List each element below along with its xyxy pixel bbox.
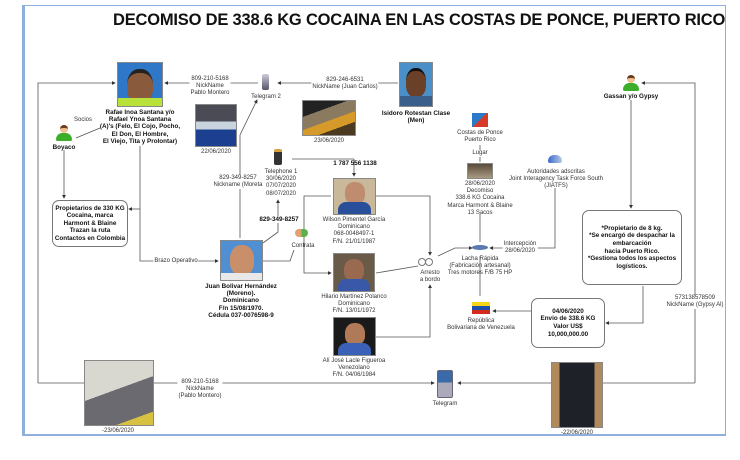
speedboat-icon bbox=[472, 245, 488, 250]
ali-photo[interactable] bbox=[333, 317, 376, 356]
link-hilario-arresto bbox=[375, 265, 419, 274]
telephone-icon bbox=[274, 149, 282, 165]
gypsy-role-box: *Propietario de 8 kg.*Se encargó de desp… bbox=[582, 210, 682, 285]
juan-phone-label: 829-349-8257 bbox=[258, 216, 300, 224]
boyaco-label: Boyaco bbox=[52, 144, 76, 151]
telegram2-label: Telegram 2 bbox=[251, 94, 281, 100]
link-right bbox=[641, 81, 696, 383]
evidence-photo-bottom-right[interactable] bbox=[551, 362, 603, 428]
gassan-label: Gassan y/o Gypsy bbox=[603, 93, 659, 100]
hilario-photo[interactable] bbox=[333, 253, 375, 292]
brazo-operativo-label: Brazo Operativo bbox=[153, 258, 199, 266]
link-juan-contrata bbox=[263, 249, 295, 262]
venezuela-flag-icon bbox=[472, 302, 490, 314]
contrata-label: Contrata bbox=[291, 243, 315, 249]
lancha-label: Lacha Rápida(Fabricación artesanal)Tres … bbox=[447, 256, 513, 277]
link-arresto-lancha bbox=[437, 246, 473, 257]
link-juan-tel1 bbox=[262, 199, 280, 244]
rafael-photo[interactable] bbox=[117, 62, 163, 107]
link-tel-number bbox=[292, 158, 354, 176]
juan-photo[interactable] bbox=[220, 240, 263, 281]
wilson-photo[interactable] bbox=[333, 178, 376, 215]
mobile-phone-icon bbox=[262, 74, 269, 90]
decomiso-photo[interactable] bbox=[467, 163, 493, 179]
diagram-frame bbox=[22, 5, 726, 436]
link-moreta bbox=[239, 99, 258, 238]
authority-icon bbox=[548, 155, 562, 163]
person-icon bbox=[623, 75, 639, 91]
juan-label: Juan Bolivar Hernández(Moreno).Dominican… bbox=[205, 283, 277, 319]
person-icon bbox=[56, 125, 72, 141]
page-title: DECOMISO DE 338.6 KG COCAINA EN LAS COST… bbox=[113, 11, 726, 29]
link-left-top bbox=[37, 81, 116, 383]
handcuffs-icon bbox=[418, 258, 433, 266]
socios-label: Socios bbox=[72, 117, 94, 125]
lugar-label: Lugar bbox=[472, 150, 488, 156]
isidoro-photo[interactable] bbox=[399, 62, 433, 107]
photo-date: -22/06/2020 bbox=[560, 430, 594, 436]
photo-date: 22/06/2020 bbox=[200, 149, 232, 155]
link-contrata-branches bbox=[303, 195, 331, 273]
isidoro-label: Isidoro Rotestan Clase(Men) bbox=[381, 110, 451, 125]
photo-date: -23/06/2020 bbox=[101, 428, 135, 434]
photo-date: 23/06/2020 bbox=[313, 138, 345, 144]
evidence-photo-22[interactable] bbox=[195, 104, 237, 147]
mobile-phone-icon bbox=[437, 370, 453, 398]
telegram-label: Telegram bbox=[432, 401, 458, 407]
evidence-photo-bottom-left[interactable] bbox=[84, 360, 154, 426]
location-icon bbox=[472, 113, 488, 127]
handshake-icon bbox=[295, 229, 308, 237]
phone-number-label: 1 787 556 1138 bbox=[333, 160, 377, 167]
link-socios bbox=[75, 127, 101, 139]
link-rafael-down bbox=[139, 146, 219, 263]
link-wilson-arresto bbox=[376, 195, 432, 256]
link-box-envio bbox=[605, 286, 644, 325]
link-ali-arresto bbox=[376, 284, 432, 338]
evidence-photo-23[interactable] bbox=[302, 100, 356, 136]
